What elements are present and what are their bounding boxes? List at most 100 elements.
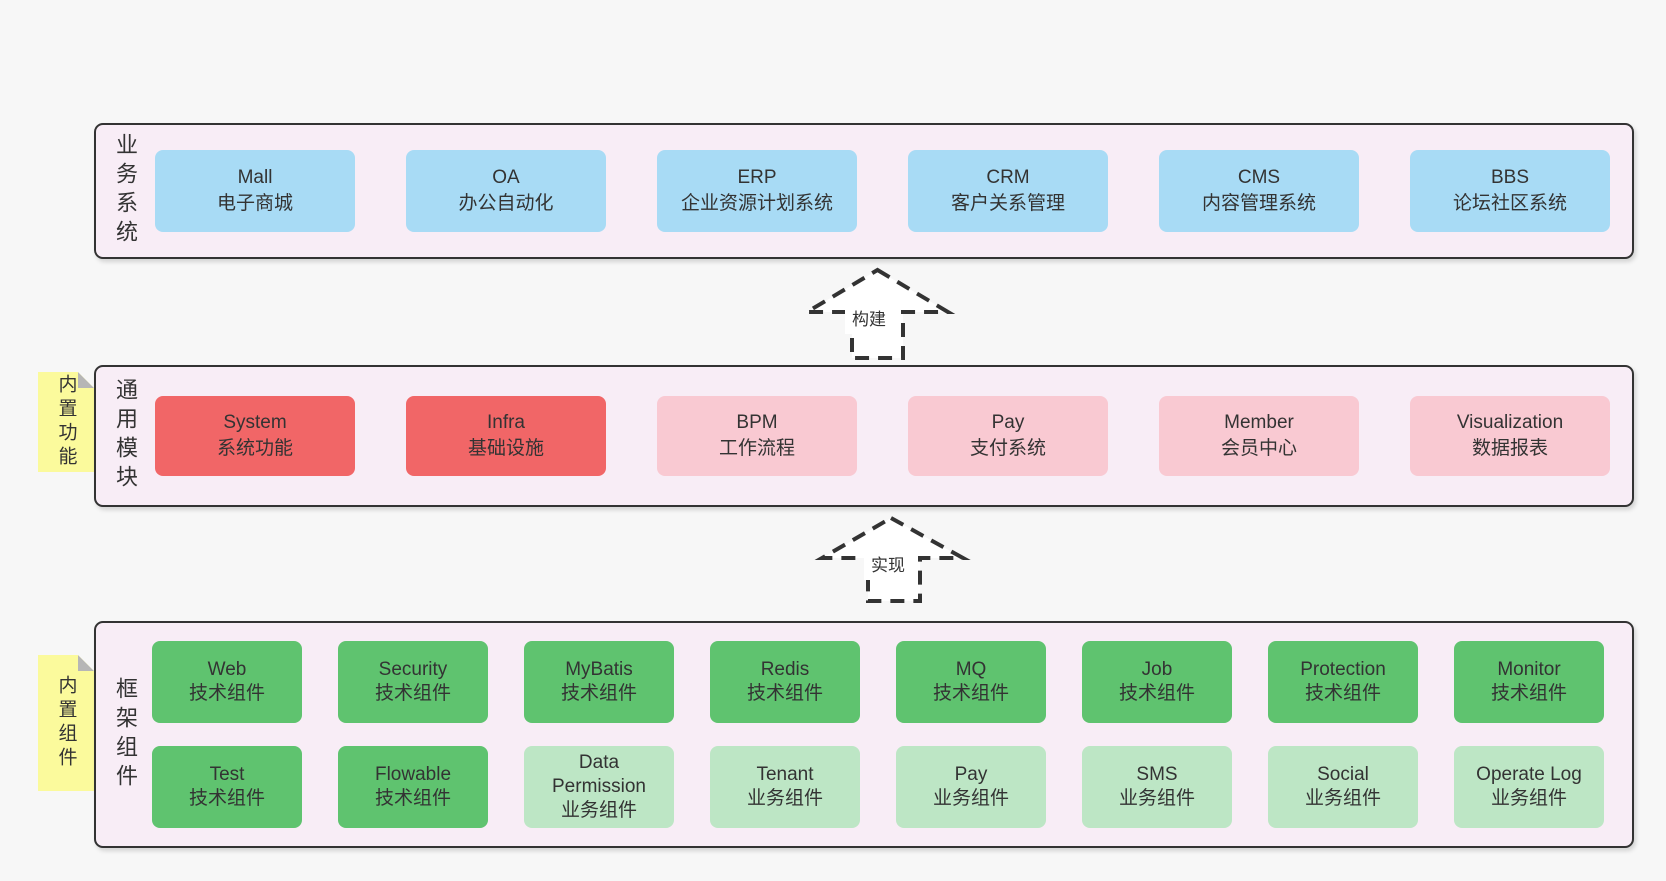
component-description: 业务组件 [746,788,823,809]
component-description: 工作流程 [718,438,795,459]
component-name: Web [207,659,247,680]
component-name: CRM [986,167,1030,188]
component-box-tenant: Tenant 业务组件 [710,746,860,828]
component-name: System [223,412,287,433]
component-box-erp: ERP 企业资源计划系统 [657,150,857,232]
section-label: 业务系统 [96,125,154,257]
component-name: Pay [954,764,988,785]
component-box-operate-log: Operate Log 业务组件 [1454,746,1604,828]
component-name: MQ [955,659,987,680]
folded-corner-icon [78,372,94,388]
component-description: 业务组件 [932,788,1009,809]
component-description: 业务组件 [560,800,637,821]
component-box-data-permission: Data Permission 业务组件 [524,746,674,828]
component-name: Data Permission [552,752,646,797]
component-box-social: Social 业务组件 [1268,746,1418,828]
component-name: Social [1317,764,1369,785]
component-description: 基础设施 [467,438,544,459]
component-box-mq: MQ 技术组件 [896,641,1046,723]
component-box-pay: Pay 业务组件 [896,746,1046,828]
component-name: Pay [991,412,1025,433]
sticky-note-built-in-components: 内置组件 [38,655,94,791]
section-label-text: 框架组件 [113,676,138,793]
section-label-text: 通用模块 [113,378,138,494]
component-box-security: Security 技术组件 [338,641,488,723]
component-name: Security [378,659,448,680]
section-label: 框架组件 [96,623,154,846]
component-name: BPM [736,412,778,433]
component-name: Member [1224,412,1294,433]
component-description: 技术组件 [1118,683,1195,704]
component-description: 客户关系管理 [950,193,1065,214]
component-description: 论坛社区系统 [1452,193,1567,214]
component-description: 办公自动化 [458,193,554,214]
component-description: 企业资源计划系统 [680,193,833,214]
component-description: 技术组件 [188,683,265,704]
component-description: 技术组件 [560,683,637,704]
component-description: 电子商城 [216,193,293,214]
component-name: Redis [760,659,810,680]
section-label: 通用模块 [96,367,154,505]
component-box-mall: Mall 电子商城 [155,150,355,232]
component-description: 业务组件 [1118,788,1195,809]
component-name: Monitor [1497,659,1561,680]
component-box-oa: OA 办公自动化 [406,150,606,232]
component-name: BBS [1490,167,1530,188]
component-name: Operate Log [1476,764,1582,785]
component-box-bbs: BBS 论坛社区系统 [1410,150,1610,232]
component-box-crm: CRM 客户关系管理 [908,150,1108,232]
component-name: Visualization [1456,412,1564,433]
component-description: 系统功能 [216,438,293,459]
component-box-monitor: Monitor 技术组件 [1454,641,1604,723]
component-name: CMS [1237,167,1281,188]
component-description: 数据报表 [1471,438,1548,459]
component-name: Flowable [374,764,452,785]
sticky-note-built-in-features: 内置功能 [38,372,94,472]
component-name: Tenant [756,764,814,785]
component-description: 业务组件 [1490,788,1567,809]
arrow-label-build: 构建 [845,306,893,334]
component-description: 会员中心 [1220,438,1297,459]
component-description: 技术组件 [1490,683,1567,704]
component-name: Infra [486,412,526,433]
component-name: SMS [1136,764,1178,785]
business-system-boxes: Mall 电子商城 OA 办公自动化 ERP 企业资源计划系统 CRM 客户关系管理 CMS 内容… [155,125,1610,257]
component-box-web: Web 技术组件 [152,641,302,723]
component-box-job: Job 技术组件 [1082,641,1232,723]
component-name: Protection [1300,659,1386,680]
component-box-visualization: Visualization 数据报表 [1410,396,1610,476]
component-box-bpm: BPM 工作流程 [657,396,857,476]
component-name: Test [209,764,245,785]
component-box-test: Test 技术组件 [152,746,302,828]
component-description: 技术组件 [188,788,265,809]
component-name: OA [492,167,520,188]
sticky-note-label: 内置功能 [55,374,77,470]
component-box-system: System 系统功能 [155,396,355,476]
component-description: 技术组件 [932,683,1009,704]
sticky-note-label: 内置组件 [55,675,77,771]
component-description: 业务组件 [1304,788,1381,809]
component-box-sms: SMS 业务组件 [1082,746,1232,828]
component-box-member: Member 会员中心 [1159,396,1359,476]
folded-corner-icon [78,655,94,671]
arrow-label-implement: 实现 [864,552,912,580]
component-description: 技术组件 [374,683,451,704]
section-label-text: 业务系统 [113,133,138,249]
component-box-cms: CMS 内容管理系统 [1159,150,1359,232]
component-name: Job [1141,659,1173,680]
component-box-infra: Infra 基础设施 [406,396,606,476]
component-description: 内容管理系统 [1201,193,1316,214]
section-business-systems: 业务系统 Mall 电子商城 OA 办公自动化 ERP 企业资源计划系统 CRM 客户关系管理… [94,123,1634,259]
component-description: 技术组件 [1304,683,1381,704]
component-description: 技术组件 [746,683,823,704]
component-name: ERP [737,167,777,188]
component-name: Mall [237,167,273,188]
